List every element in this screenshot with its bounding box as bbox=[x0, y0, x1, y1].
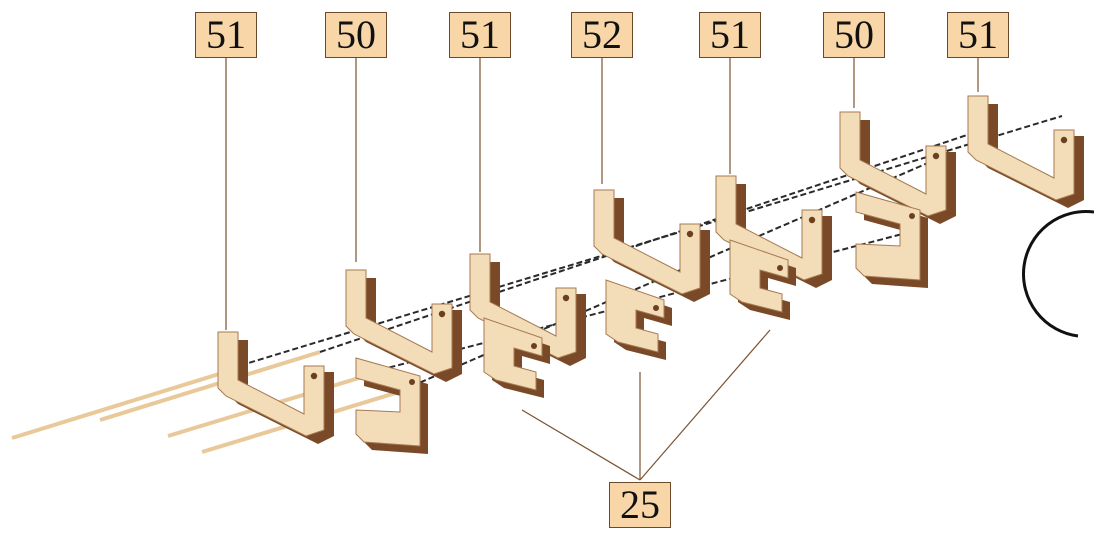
frame-parts bbox=[218, 96, 1084, 444]
callout-label: 50 bbox=[325, 12, 387, 58]
frame-part-51 bbox=[968, 96, 1084, 208]
part-25 bbox=[606, 280, 672, 360]
callout-label: 51 bbox=[195, 12, 257, 58]
frame-part-51 bbox=[218, 332, 334, 444]
rods bbox=[12, 352, 412, 452]
callout-label: 51 bbox=[449, 12, 511, 58]
callout-label: 51 bbox=[699, 12, 761, 58]
detail-circle bbox=[1024, 211, 1094, 336]
leader-line bbox=[522, 410, 640, 480]
callout-label: 52 bbox=[571, 12, 633, 58]
callout-label: 51 bbox=[947, 12, 1009, 58]
callout-label-25: 25 bbox=[609, 482, 671, 528]
callout-label: 50 bbox=[823, 12, 885, 58]
foot-part bbox=[356, 358, 428, 454]
